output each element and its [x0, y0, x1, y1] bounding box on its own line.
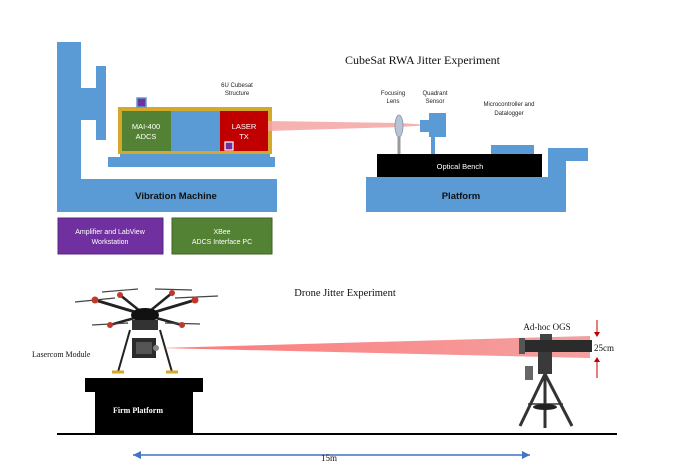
focusing-lens-label-line1: Focusing — [381, 91, 405, 97]
microcontroller-label-line1: Microcontroller and — [483, 102, 534, 108]
cubesat-structure — [118, 97, 272, 154]
firm-platform — [85, 378, 203, 434]
beam-width-label: 25cm — [594, 343, 614, 353]
top-title: CubeSat RWA Jitter Experiment — [345, 53, 501, 67]
focusing-lens-label-line2: Lens — [386, 99, 399, 105]
quadrant-sensor — [420, 113, 446, 154]
lasercom-module-label: Lasercom Module — [32, 350, 91, 359]
cubesat-label-line2: Structure — [225, 91, 250, 97]
beam-width-indicator — [594, 320, 600, 378]
amplifier-label-line1: Amplifier and LabView — [75, 229, 145, 236]
drone — [74, 288, 219, 374]
adcs-label-line1: MAI-400 — [132, 122, 160, 131]
quadrant-sensor-label-line2: Sensor — [425, 99, 444, 105]
focusing-lens — [394, 114, 404, 154]
cubesat-label-line1: 6U Cubesat — [221, 83, 253, 89]
amplifier-workstation-box — [57, 217, 164, 255]
microcontroller-datalogger — [491, 145, 534, 154]
microcontroller-label-line2: Datalogger — [494, 111, 523, 117]
amplifier-label-line2: Workstation — [92, 239, 129, 246]
distance-label: 15m — [321, 453, 337, 463]
adhoc-ogs-telescope — [518, 334, 592, 428]
quadrant-sensor-label-line1: Quadrant — [422, 91, 447, 97]
xbee-label-line2: ADCS Interface PC — [192, 239, 252, 246]
platform — [366, 148, 588, 212]
xbee-label-line1: XBee — [213, 229, 230, 236]
laser-label-line1: LASER — [232, 122, 257, 131]
top-laser-beam — [268, 121, 430, 131]
vibration-machine — [57, 42, 277, 212]
bottom-title: Drone Jitter Experiment — [294, 288, 396, 299]
optical-bench — [377, 154, 542, 177]
distance-arrow — [133, 451, 530, 459]
firm-platform-label: Firm Platform — [113, 406, 163, 415]
optical-bench-label: Optical Bench — [437, 162, 484, 171]
adhoc-ogs-label: Ad-hoc OGS — [523, 322, 570, 332]
drone-laser-beam — [160, 336, 590, 358]
adcs-label-line2: ADCS — [136, 132, 157, 141]
laser-label-line2: TX — [239, 132, 249, 141]
vibration-machine-label: Vibration Machine — [135, 191, 217, 202]
platform-label: Platform — [442, 191, 481, 202]
xbee-interface-box — [171, 217, 273, 255]
